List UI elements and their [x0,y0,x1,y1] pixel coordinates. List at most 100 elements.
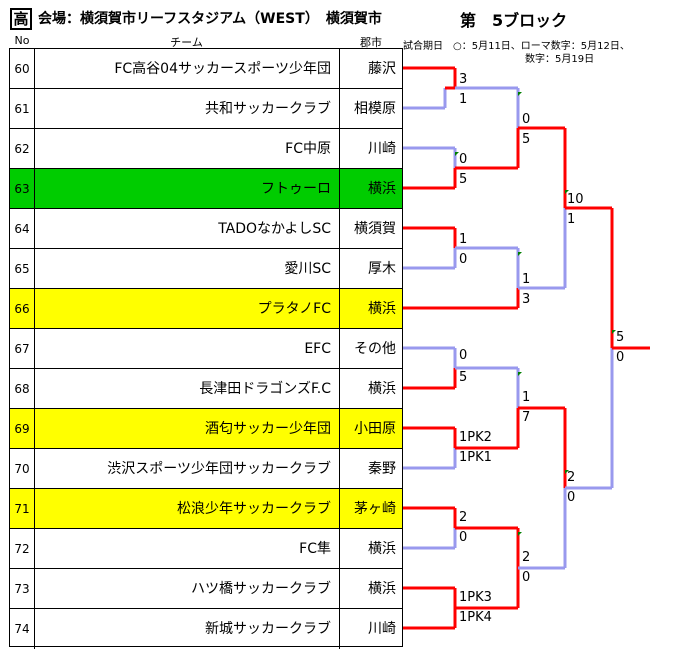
match-score: 3 [522,292,531,307]
corner-mark [565,470,569,474]
team-name: ハツ橋サッカークラブ [35,569,340,608]
team-city: 横浜 [368,381,396,397]
match-score: 2 [522,550,531,565]
column-header-team: チーム [170,36,203,49]
venue-title: 会場：横須賀市リーフスタジアム（WEST） 横須賀市 [38,11,382,27]
match-score: 0 [567,490,576,505]
category-badge: 高 [10,8,32,30]
team-number: 65 [10,249,35,288]
match-score: 1PK1 [459,450,492,465]
corner-mark [518,92,522,96]
team-city: 川崎 [368,621,396,637]
match-score: 1PK3 [459,590,492,605]
team-name: FC高谷04サッカースポーツ少年団 [35,49,340,88]
team-number: 74 [10,609,35,649]
corner-mark [518,252,522,256]
team-city: 小田原 [354,421,396,437]
match-score: 3 [459,72,468,87]
match-score: 7 [522,410,531,425]
team-city: 横須賀 [354,221,396,237]
team-city: その他 [354,341,396,357]
team-city: 横浜 [368,181,396,197]
match-score: 1 [459,232,468,247]
match-score: 1 [522,272,531,287]
match-date-note-line2: 数字：5月19日 [525,54,595,65]
match-score: 5 [459,172,468,187]
team-name: 共和サッカークラブ [35,89,340,128]
team-city: 川崎 [368,141,396,157]
team-name: EFC [35,329,340,368]
team-name: 愛川SC [35,249,340,288]
match-score: 1PK4 [459,610,492,625]
team-name: プラタノFC [35,289,340,328]
team-number: 72 [10,529,35,568]
match-score: 1 [522,390,531,405]
team-name: フトゥーロ [35,169,340,208]
team-number: 68 [10,369,35,408]
team-city: 横浜 [368,581,396,597]
team-number: 67 [10,329,35,368]
team-name: 酒匂サッカー少年団 [35,409,340,448]
corner-mark [565,190,569,194]
team-number: 66 [10,289,35,328]
match-score: 0 [522,112,531,127]
team-number: 64 [10,209,35,248]
team-city: 相模原 [354,101,396,117]
team-number: 73 [10,569,35,608]
column-header-city: 郡市 [360,36,382,49]
match-score: 2 [567,470,576,485]
team-name: 渋沢スポーツ少年団サッカークラブ [35,449,340,488]
team-city: 秦野 [368,461,396,477]
match-score: 10 [567,192,584,207]
match-score: 1 [567,212,576,227]
corner-mark [612,330,616,334]
team-city: 横浜 [368,301,396,317]
match-score: 5 [522,132,531,147]
match-score: 5 [616,330,625,345]
team-city: 藤沢 [368,61,396,77]
team-name: 松浪少年サッカークラブ [35,489,340,528]
team-number: 62 [10,129,35,168]
block-title: 第 5ブロック [460,11,568,30]
match-score: 0 [459,530,468,545]
team-name: FC隼 [35,529,340,568]
team-number: 61 [10,89,35,128]
match-score: 5 [459,370,468,385]
team-name: TADOなかよしSC [35,209,340,248]
team-number: 63 [10,169,35,208]
match-date-note-line1: 試合期日 ○：5月11日、ローマ数字：5月12日、 [403,41,630,52]
team-city: 厚木 [368,261,396,277]
corner-mark [518,532,522,536]
team-number: 69 [10,409,35,448]
match-score: 0 [616,350,625,365]
match-score: 1 [459,92,468,107]
match-score: 0 [459,252,468,267]
corner-mark [518,372,522,376]
team-name: FC中原 [35,129,340,168]
column-header-no: No [14,34,30,47]
match-score: 1PK2 [459,430,492,445]
team-number: 60 [10,49,35,88]
team-number: 70 [10,449,35,488]
match-score: 0 [459,152,468,167]
match-score: 2 [459,510,468,525]
match-score: 0 [459,348,468,363]
team-city: 茅ヶ崎 [354,501,396,517]
corner-mark [455,152,459,156]
